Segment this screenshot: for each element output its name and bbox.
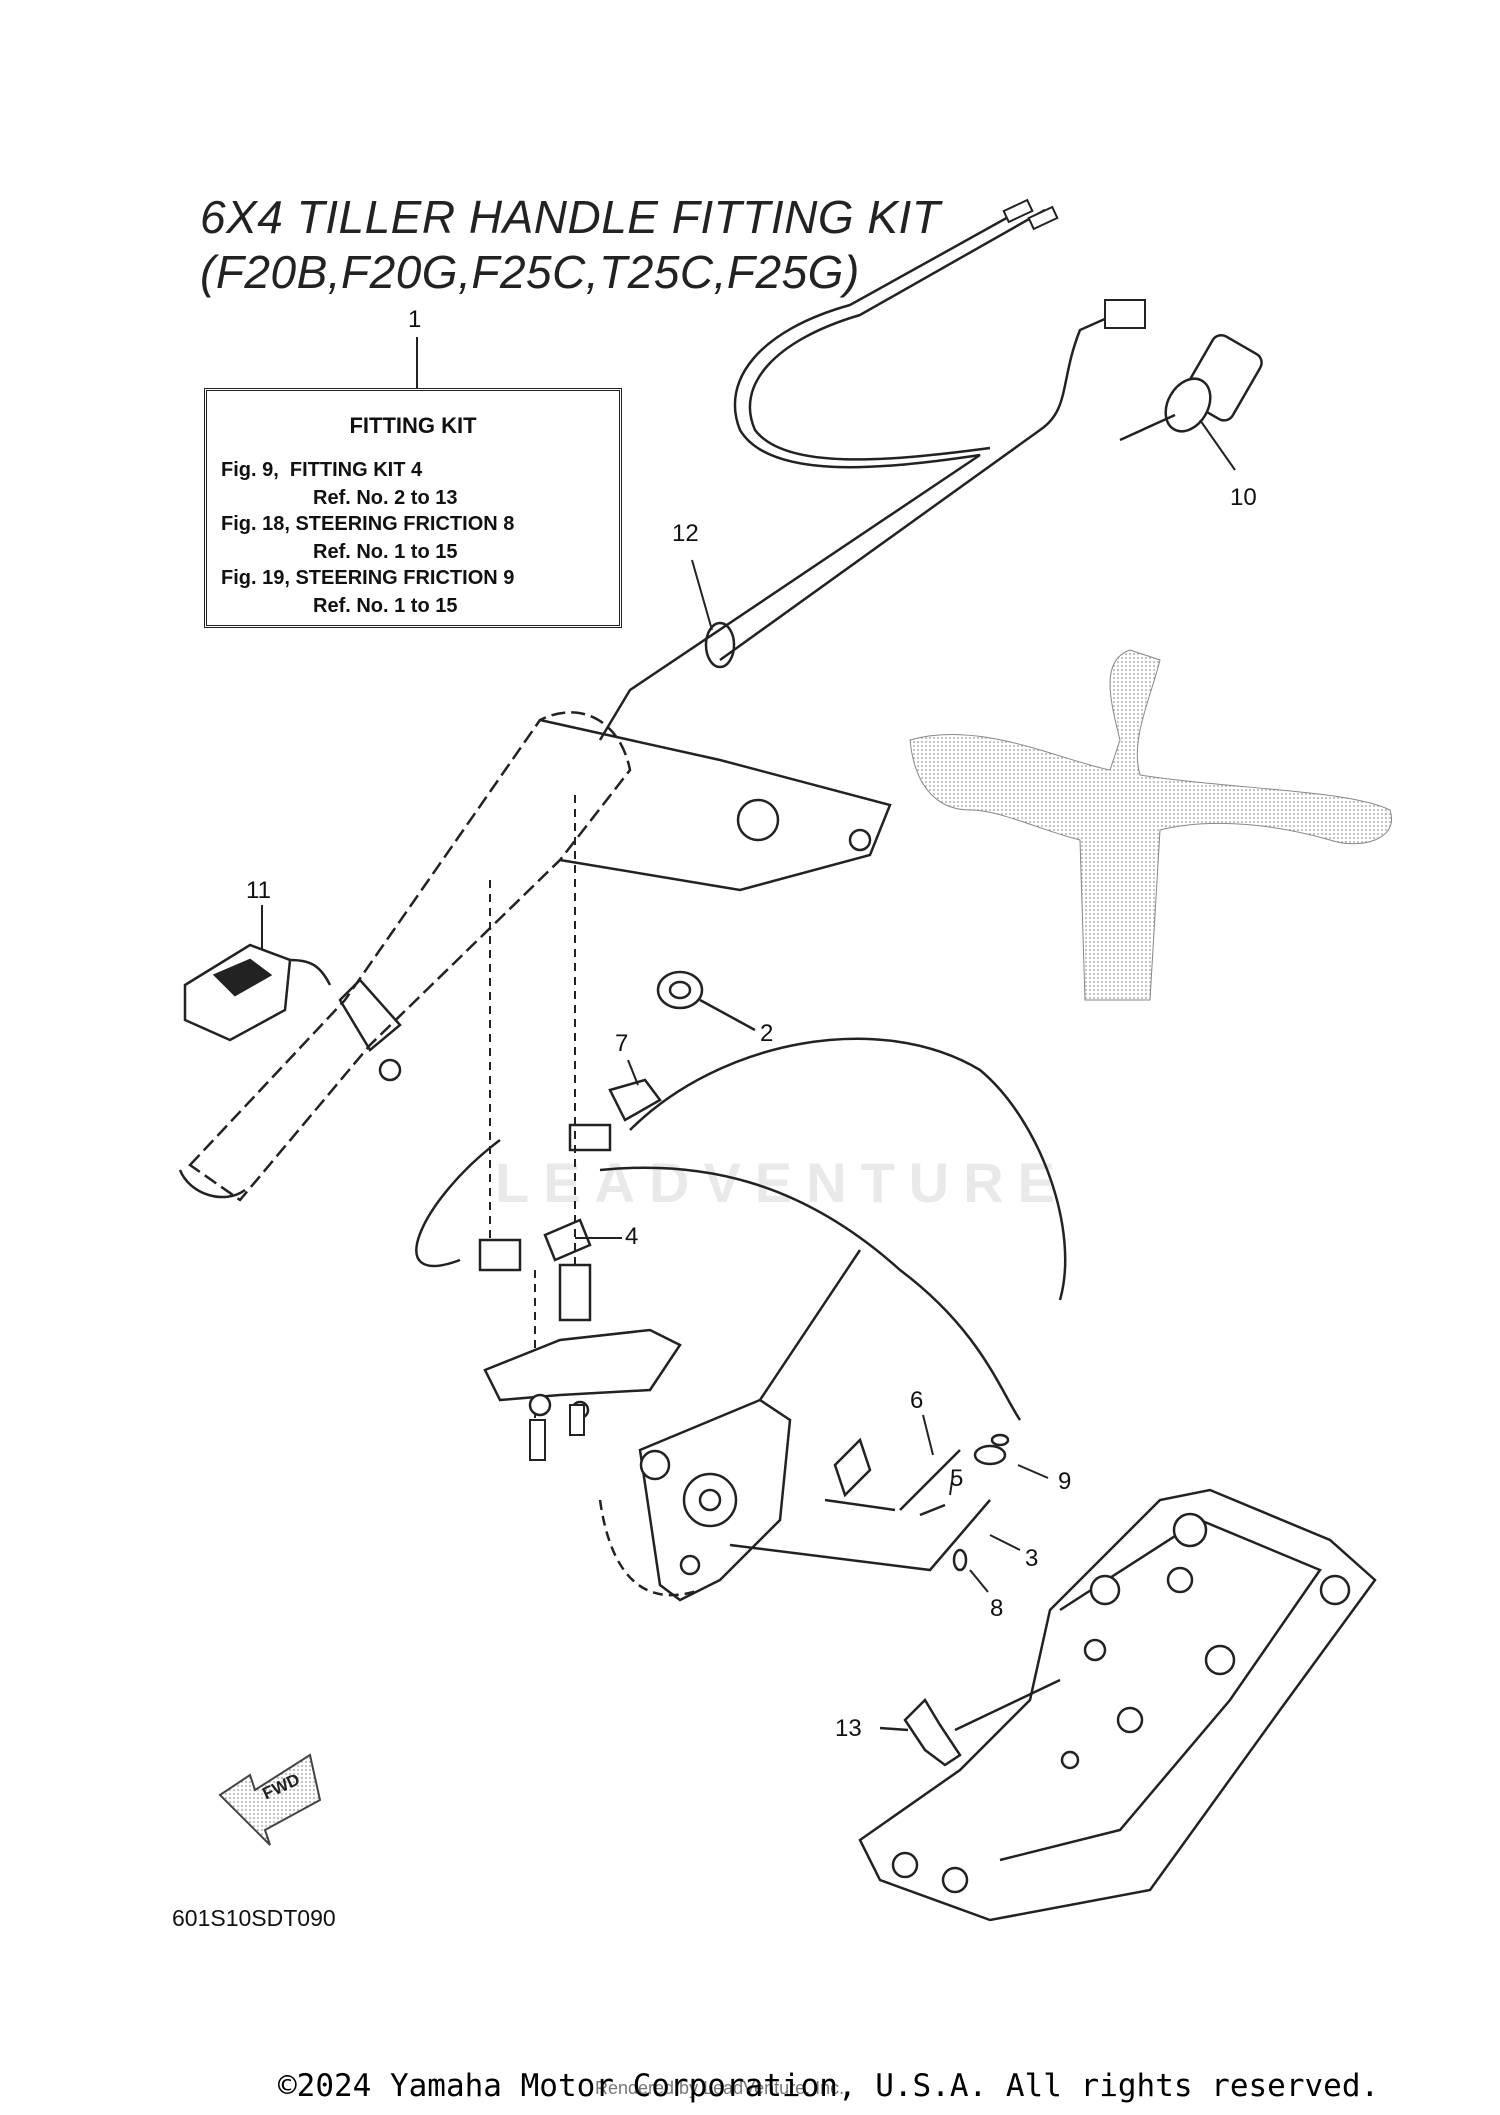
- callout-13: 13: [835, 1715, 862, 1742]
- callout-4: 4: [625, 1223, 639, 1250]
- callout-2: 2: [760, 1020, 774, 1047]
- fwd-arrow-icon: [218, 1753, 322, 1846]
- callout-6: 6: [910, 1387, 924, 1414]
- throttle-cables: [598, 203, 1126, 741]
- kit-line-5: Fig. 19, STEERING FRICTION 9: [221, 567, 515, 589]
- diagram-title-line1: 6X4 TILLER HANDLE FITTING KIT: [200, 191, 941, 243]
- kit-line-1: Fig. 9, FITTING KIT 4: [221, 459, 423, 481]
- cable-clips: [478, 1078, 662, 1272]
- shift-assembly: [598, 1249, 872, 1602]
- diagram-title-line2: (F20B,F20G,F25C,T25C,F25G): [200, 246, 860, 298]
- stop-switch: [183, 943, 332, 1042]
- watermark: LEADVENTURE: [495, 1151, 1070, 1214]
- main-harness-connector: [1119, 334, 1263, 442]
- callout-1: 1: [408, 306, 422, 333]
- callout-7: 7: [615, 1030, 629, 1057]
- callout-10: 10: [1230, 484, 1257, 511]
- screws: [529, 1404, 585, 1461]
- callout-9: 9: [1058, 1468, 1072, 1495]
- kit-line-3: Fig. 18, STEERING FRICTION 8: [221, 513, 515, 535]
- callout-8: 8: [990, 1595, 1004, 1622]
- rendered-by: Rendered by LeadVenture, Inc.: [595, 2078, 845, 2098]
- kit-line-6: Ref. No. 1 to 15: [313, 595, 458, 617]
- bottom-cowling: [858, 1488, 1377, 1922]
- kit-line-4: Ref. No. 1 to 15: [313, 541, 458, 563]
- shift-rods: [729, 1433, 1010, 1572]
- kit-line-2: Ref. No. 2 to 13: [313, 487, 458, 509]
- copyright: ©2024 Yamaha Motor Corporation, U.S.A. A…: [278, 2068, 1380, 2104]
- tiller-handle: [178, 711, 892, 1202]
- diagram-code: 601S10SDT090: [172, 1905, 336, 1931]
- engine-bracket-ghost: [909, 649, 1393, 1001]
- callout-12: 12: [672, 520, 699, 547]
- grommet: [656, 970, 756, 1032]
- cable-ends: [1002, 198, 1146, 329]
- fitting-kit-box: FITTING KIT Fig. 9, FITTING KIT 4 Ref. N…: [204, 388, 622, 628]
- callout-3: 3: [1025, 1545, 1039, 1572]
- lower-bracket: [483, 1263, 682, 1420]
- callout-11: 11: [246, 877, 271, 904]
- callout-5: 5: [950, 1465, 964, 1492]
- cowling-grommet: [879, 1678, 1061, 1767]
- fitting-kit-heading: FITTING KIT: [349, 413, 477, 438]
